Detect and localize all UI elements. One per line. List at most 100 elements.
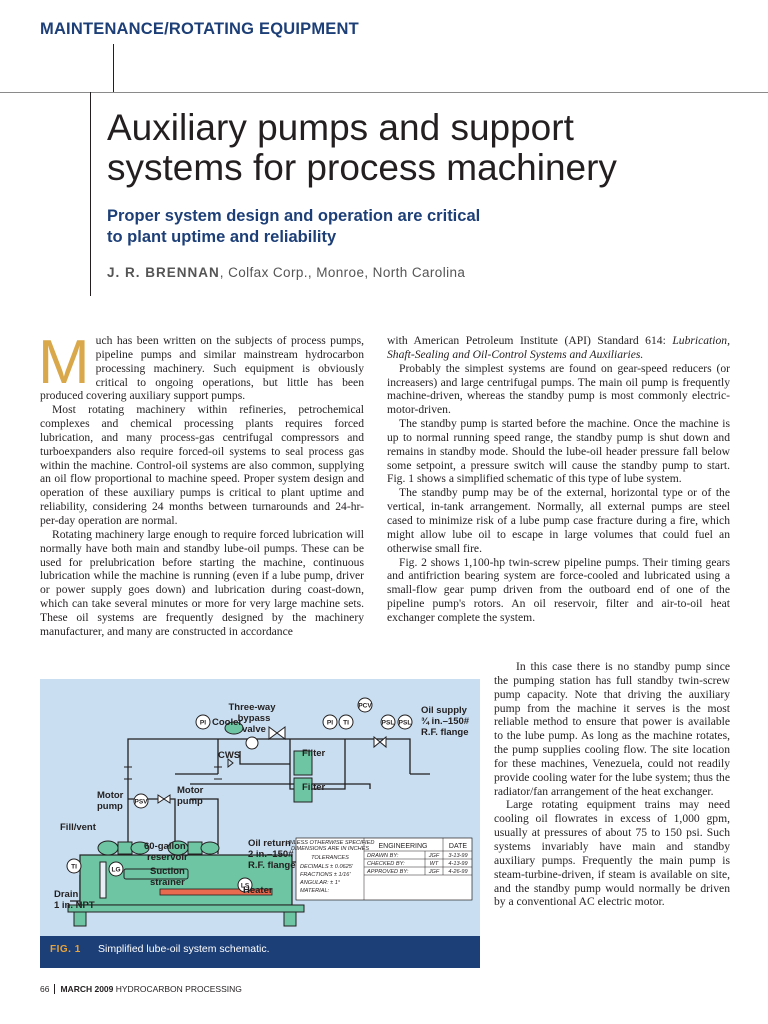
subtitle-line-2: to plant uptime and reliability <box>107 228 337 246</box>
paragraph: Large rotating equipment trains may need… <box>494 798 730 909</box>
label-heater: Heater <box>243 885 273 896</box>
heater-element <box>159 888 273 896</box>
reservoir-base <box>67 904 305 913</box>
tb-approved-initials: JGF <box>428 869 440 875</box>
subtitle-line-1: Proper system design and operation are c… <box>107 207 481 225</box>
label-drain-1: Drain <box>54 889 78 900</box>
tb-approved-date: 4-26-99 <box>448 869 467 875</box>
paragraph: In this case there is no standby pump si… <box>494 660 730 798</box>
tag-pcv: PCV <box>358 703 372 710</box>
drop-cap: M <box>38 328 90 397</box>
vertical-rule-top <box>113 44 114 92</box>
tag-ti: TI <box>71 864 77 871</box>
label-oil-return-1: Oil return <box>248 838 291 849</box>
author-affiliation: , Colfax Corp., Monroe, North Carolina <box>219 265 466 280</box>
label-cws: CWS <box>218 750 240 761</box>
suction-strainer <box>123 868 189 880</box>
tb-approved-by: APPROVED BY: <box>366 869 409 875</box>
tb-decimals: DECIMALS ± 0.0625' <box>300 864 354 870</box>
tb-note-1: UNLESS OTHERWISE SPECIFIED <box>286 840 375 846</box>
label-filter-2: Filter <box>302 782 326 793</box>
title-block: UNLESS OTHERWISE SPECIFIED DIMENSIONS AR… <box>286 837 473 901</box>
tb-checked-by: CHECKED BY: <box>367 861 405 867</box>
label-suction-1: Suction <box>150 866 185 877</box>
tag-ls: LS <box>241 883 250 890</box>
paragraph: Rotating machinery large enough to requi… <box>40 527 364 638</box>
label-three-way-3: valve <box>242 724 266 735</box>
label-suction-2: strainer <box>150 877 185 888</box>
tag-psl: PSL <box>399 720 412 727</box>
motor-pump-right <box>167 840 220 856</box>
issue-date: MARCH 2009 <box>60 984 114 994</box>
paragraph: Fig. 2 shows 1,100-hp twin-screw pipelin… <box>387 555 730 624</box>
paragraph: with American Petroleum Institute (API) … <box>387 334 730 361</box>
tag-psv: PSV <box>134 799 148 806</box>
article-title: Auxiliary pumps and support systems for … <box>107 108 747 188</box>
tb-checked-initials: WT <box>430 861 439 867</box>
motor-pump-left <box>97 840 150 856</box>
tag-ti: TI <box>343 720 349 727</box>
tb-note-2: DIMENSIONS ARE IN INCHES <box>291 846 369 852</box>
lube-oil-schematic: PI PI TI PCV PSL PSL PSV TI LG LS Three-… <box>54 697 473 927</box>
instrument-bubbles <box>66 697 413 893</box>
filter-1 <box>293 750 313 776</box>
byline: J. R. BRENNAN, Colfax Corp., Monroe, Nor… <box>107 265 465 280</box>
label-drain-2: 1 in. NPT <box>54 900 95 911</box>
label-reservoir-1: 60-gallon <box>144 841 186 852</box>
body-column-3: In this case there is no standby pump si… <box>494 660 730 909</box>
tag-lg: LG <box>111 867 120 874</box>
figure-1: PI PI TI PCV PSL PSL PSV TI LG LS Three-… <box>40 679 480 968</box>
title-line-2: systems for process machinery <box>107 147 617 188</box>
label-motor-pump-left-1: Motor <box>97 790 124 801</box>
figure-caption: Simplified lube-oil system schematic. <box>98 943 270 955</box>
filter-2 <box>293 777 313 803</box>
tb-date: DATE <box>449 843 467 850</box>
label-fill-vent: Fill/vent <box>60 822 97 833</box>
figure-caption-bar: FIG. 1 Simplified lube-oil system schema… <box>40 936 480 968</box>
label-motor-pump-left-2: pump <box>97 801 123 812</box>
tb-material: MATERIAL: <box>300 888 330 894</box>
label-motor-pump-right-2: pump <box>177 796 203 807</box>
paragraph: The standby pump is started before the m… <box>387 417 730 486</box>
equipment-labels: Three-way bypass valve Cooler CWS Filter… <box>54 702 470 911</box>
reservoir-leg-right <box>283 911 297 927</box>
label-three-way-1: Three-way <box>229 702 277 713</box>
paragraph: Probably the simplest systems are found … <box>387 361 730 417</box>
section-header: MAINTENANCE/ROTATING EQUIPMENT <box>40 20 359 38</box>
figure-label: FIG. 1 <box>50 944 81 955</box>
instrument-tags: PI PI TI PCV PSL PSL PSV TI LG LS <box>71 703 411 890</box>
tb-checked-date: 4-13-99 <box>448 861 467 867</box>
label-oil-return-3: R.F. flange <box>248 860 296 871</box>
label-oil-supply-2: ¾ in.–150# <box>421 716 470 727</box>
label-motor-pump-right-1: Motor <box>177 785 204 796</box>
tb-drawn-by: DRAWN BY: <box>367 853 399 859</box>
tag-pi: PI <box>200 720 206 727</box>
label-oil-supply-3: R.F. flange <box>421 727 469 738</box>
label-cooler: Cooler <box>212 717 242 728</box>
tb-fractions: FRACTIONS ± 1/16' <box>300 872 351 878</box>
valves <box>124 726 387 804</box>
label-oil-supply-1: Oil supply <box>421 705 468 716</box>
paragraph: The standby pump may be of the external,… <box>387 486 730 555</box>
level-gauge <box>99 861 107 899</box>
title-line-1: Auxiliary pumps and support <box>107 107 574 148</box>
label-filter-1: Filter <box>302 748 326 759</box>
article-subtitle: Proper system design and operation are c… <box>107 206 707 248</box>
label-reservoir-2: reservoir <box>147 852 188 863</box>
paragraph: Most rotating machinery within refinerie… <box>40 403 364 527</box>
tb-engineering: ENGINEERING <box>378 843 427 850</box>
vertical-rule-title <box>90 92 91 296</box>
tag-psl: PSL <box>382 720 395 727</box>
body-column-2: with American Petroleum Institute (API) … <box>387 334 730 625</box>
label-oil-return-2: 2 in.–150# <box>248 849 294 860</box>
magazine-name: HYDROCARBON PROCESSING <box>115 984 242 994</box>
tb-tolerances: TOLERANCES <box>311 855 349 861</box>
tb-angular: ANGULAR: ± 1° <box>299 880 341 886</box>
page-number: 66 <box>40 984 56 994</box>
tag-pi: PI <box>327 720 333 727</box>
horizontal-rule <box>0 92 768 93</box>
tb-drawn-date: 3-13-99 <box>448 853 467 859</box>
label-three-way-2: bypass <box>238 713 271 724</box>
